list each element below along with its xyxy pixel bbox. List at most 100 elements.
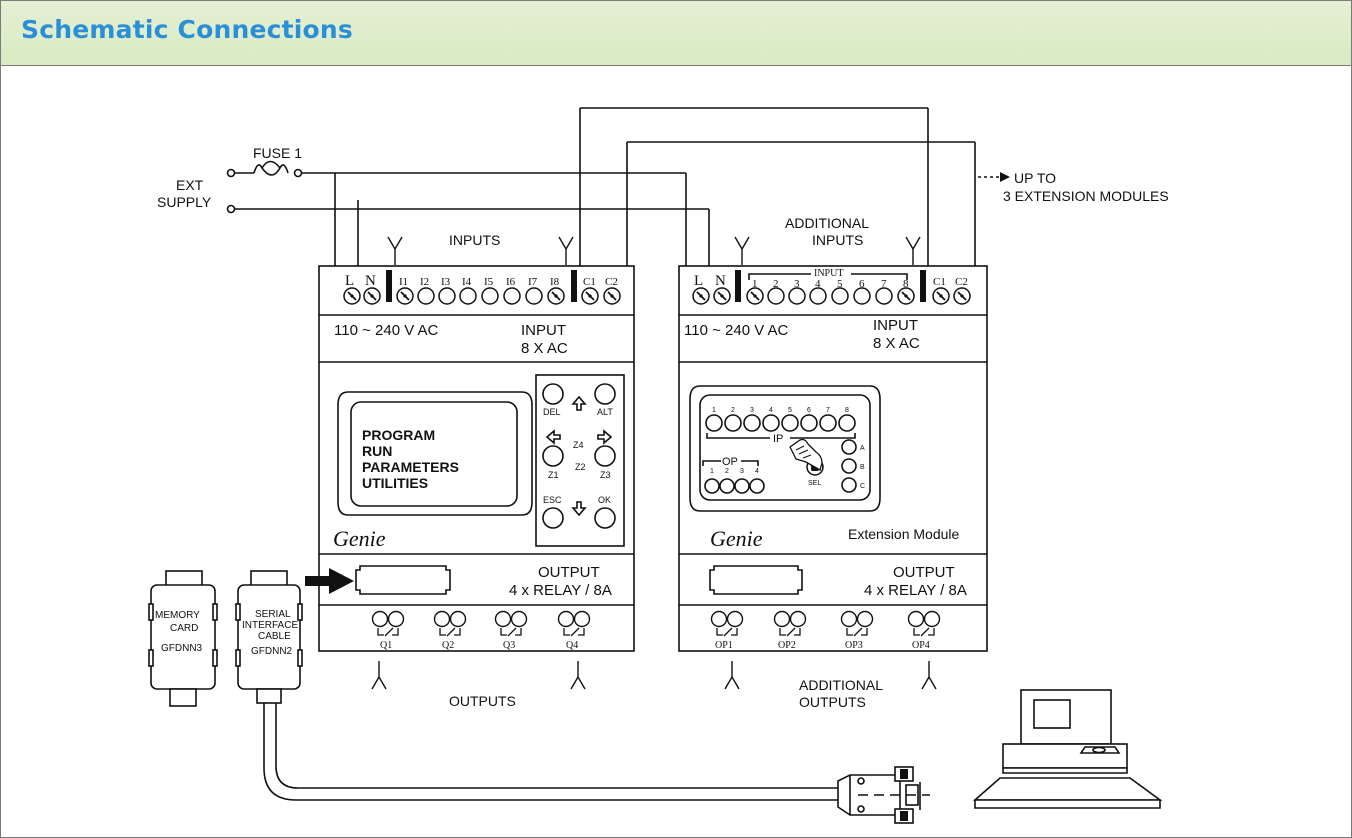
output-Q2: Q2 — [442, 640, 454, 651]
del-key[interactable] — [542, 383, 564, 405]
extension-unit: ADDITIONAL INPUTS INPUT L N 1 2 3 — [678, 215, 988, 710]
terminal-I6: I6 — [506, 276, 516, 288]
main-output-line2: 4 x RELAY / 8A — [509, 582, 612, 599]
led-c — [841, 477, 857, 493]
ip-num-1: 1 — [712, 407, 716, 414]
down-arrow-icon[interactable] — [571, 501, 587, 517]
esc-key[interactable] — [542, 507, 564, 529]
computer-icon — [972, 689, 1163, 809]
key-z1-label: Z1 — [548, 470, 559, 480]
ext-brand-logo: Genie — [710, 526, 763, 551]
page-title: Schematic Connections — [21, 15, 354, 44]
fuse-label: FUSE 1 — [253, 145, 302, 161]
main-brand-logo: Genie — [333, 526, 386, 551]
main-input-line1: INPUT — [521, 322, 566, 339]
terminal-C1: C1 — [583, 276, 596, 288]
ip-leds — [705, 414, 856, 432]
memory-card: MEMORY CARD GFDNN3 — [148, 570, 218, 707]
ip-num-6: 6 — [807, 407, 811, 414]
terminal-I4: I4 — [462, 276, 472, 288]
right-arrow-icon[interactable] — [597, 429, 613, 445]
ext-output-OP2: OP2 — [778, 640, 796, 651]
z1-key[interactable] — [542, 445, 564, 467]
ip-num-3: 3 — [750, 407, 754, 414]
ip-num-7: 7 — [826, 407, 830, 414]
output-Q1: Q1 — [380, 640, 392, 651]
up-arrow-icon[interactable] — [571, 395, 587, 411]
ext-input-2: 2 — [773, 278, 779, 290]
ip-num-2: 2 — [731, 407, 735, 414]
terminal-I1: I1 — [399, 276, 408, 288]
ext-output-line1: OUTPUT — [893, 564, 955, 581]
cable-line2: INTERFACE — [242, 620, 298, 631]
ext-slot — [709, 565, 803, 595]
left-arrow-icon[interactable] — [545, 429, 561, 445]
status-panel: 1 2 3 4 5 6 7 8 IP OP — [689, 385, 881, 512]
ext-output-OP1: OP1 — [715, 640, 733, 651]
ext-output-OP3: OP3 — [845, 640, 863, 651]
ext-output-OP4: OP4 — [912, 640, 930, 651]
z3-key[interactable] — [594, 445, 616, 467]
lcd-display: PROGRAM RUN PARAMETERS UTILITIES — [337, 391, 533, 516]
menu-run: RUN — [362, 443, 392, 459]
output-Q4: Q4 — [566, 640, 578, 651]
menu-program: PROGRAM — [362, 427, 435, 443]
memory-card-line2: CARD — [170, 623, 198, 634]
ip-num-5: 5 — [788, 407, 792, 414]
ext-outputs-line1: ADDITIONAL — [799, 677, 883, 693]
op-num-1: 1 — [710, 468, 714, 475]
side-c: C — [860, 483, 865, 490]
sel-label: SEL — [808, 480, 821, 487]
led-b — [841, 458, 857, 474]
extension-note-line2: 3 EXTENSION MODULES — [1003, 188, 1169, 204]
alt-key[interactable] — [594, 383, 616, 405]
ip-label: IP — [773, 433, 783, 445]
terminal-I5: I5 — [484, 276, 494, 288]
ip-num-8: 8 — [845, 407, 849, 414]
ext-module-name: Extension Module — [848, 526, 960, 542]
terminal-L: L — [345, 273, 354, 289]
ext-output-line2: 4 x RELAY / 8A — [864, 582, 967, 599]
ext-voltage: 110 ~ 240 V AC — [684, 322, 789, 339]
ext-terminal-C2: C2 — [955, 276, 968, 288]
key-z3-label: Z3 — [600, 470, 611, 480]
ext-input-line1: INPUT — [873, 317, 918, 334]
terminal-I8: I8 — [550, 276, 560, 288]
main-unit: INPUTS L N I1 I2 I3 I4 I5 I6 — [318, 232, 635, 709]
insert-arrow-icon — [305, 568, 354, 594]
ext-terminal-L: L — [694, 273, 703, 289]
inputs-label: INPUTS — [449, 232, 500, 248]
cable-line1: SERIAL — [255, 609, 291, 620]
main-voltage: 110 ~ 240 V AC — [334, 322, 439, 339]
menu-utilities: UTILITIES — [362, 475, 428, 491]
terminal-I2: I2 — [420, 276, 429, 288]
cable-line3: CABLE — [258, 631, 291, 642]
ext-inputs-line1: ADDITIONAL — [785, 215, 869, 231]
ext-supply-label-2: SUPPLY — [157, 194, 212, 210]
main-output-line1: OUTPUT — [538, 564, 600, 581]
ext-input-1: 1 — [752, 278, 758, 290]
pointing-hand-icon — [789, 438, 823, 471]
main-input-line2: 8 X AC — [521, 340, 568, 357]
serial-interface-cable: SERIAL INTERFACE CABLE GFDNN2 — [235, 570, 930, 824]
side-a: A — [860, 445, 865, 452]
ext-outputs-line2: OUTPUTS — [799, 694, 866, 710]
ext-input-bracket: INPUT — [814, 268, 843, 279]
key-esc-label: ESC — [543, 495, 562, 505]
ext-input-5: 5 — [837, 278, 843, 290]
memory-card-slot[interactable] — [355, 565, 451, 595]
ext-input-6: 6 — [859, 278, 865, 290]
ext-terminal-N: N — [715, 273, 726, 289]
op-num-3: 3 — [740, 468, 744, 475]
ip-num-4: 4 — [769, 407, 773, 414]
ext-inputs-line2: INPUTS — [812, 232, 863, 248]
terminal-N: N — [365, 273, 376, 289]
key-z2-label: Z2 — [575, 462, 586, 472]
output-Q3: Q3 — [503, 640, 515, 651]
op-label: OP — [722, 456, 738, 468]
ext-input-4: 4 — [815, 278, 821, 290]
op-num-2: 2 — [725, 468, 729, 475]
ok-key[interactable] — [594, 507, 616, 529]
